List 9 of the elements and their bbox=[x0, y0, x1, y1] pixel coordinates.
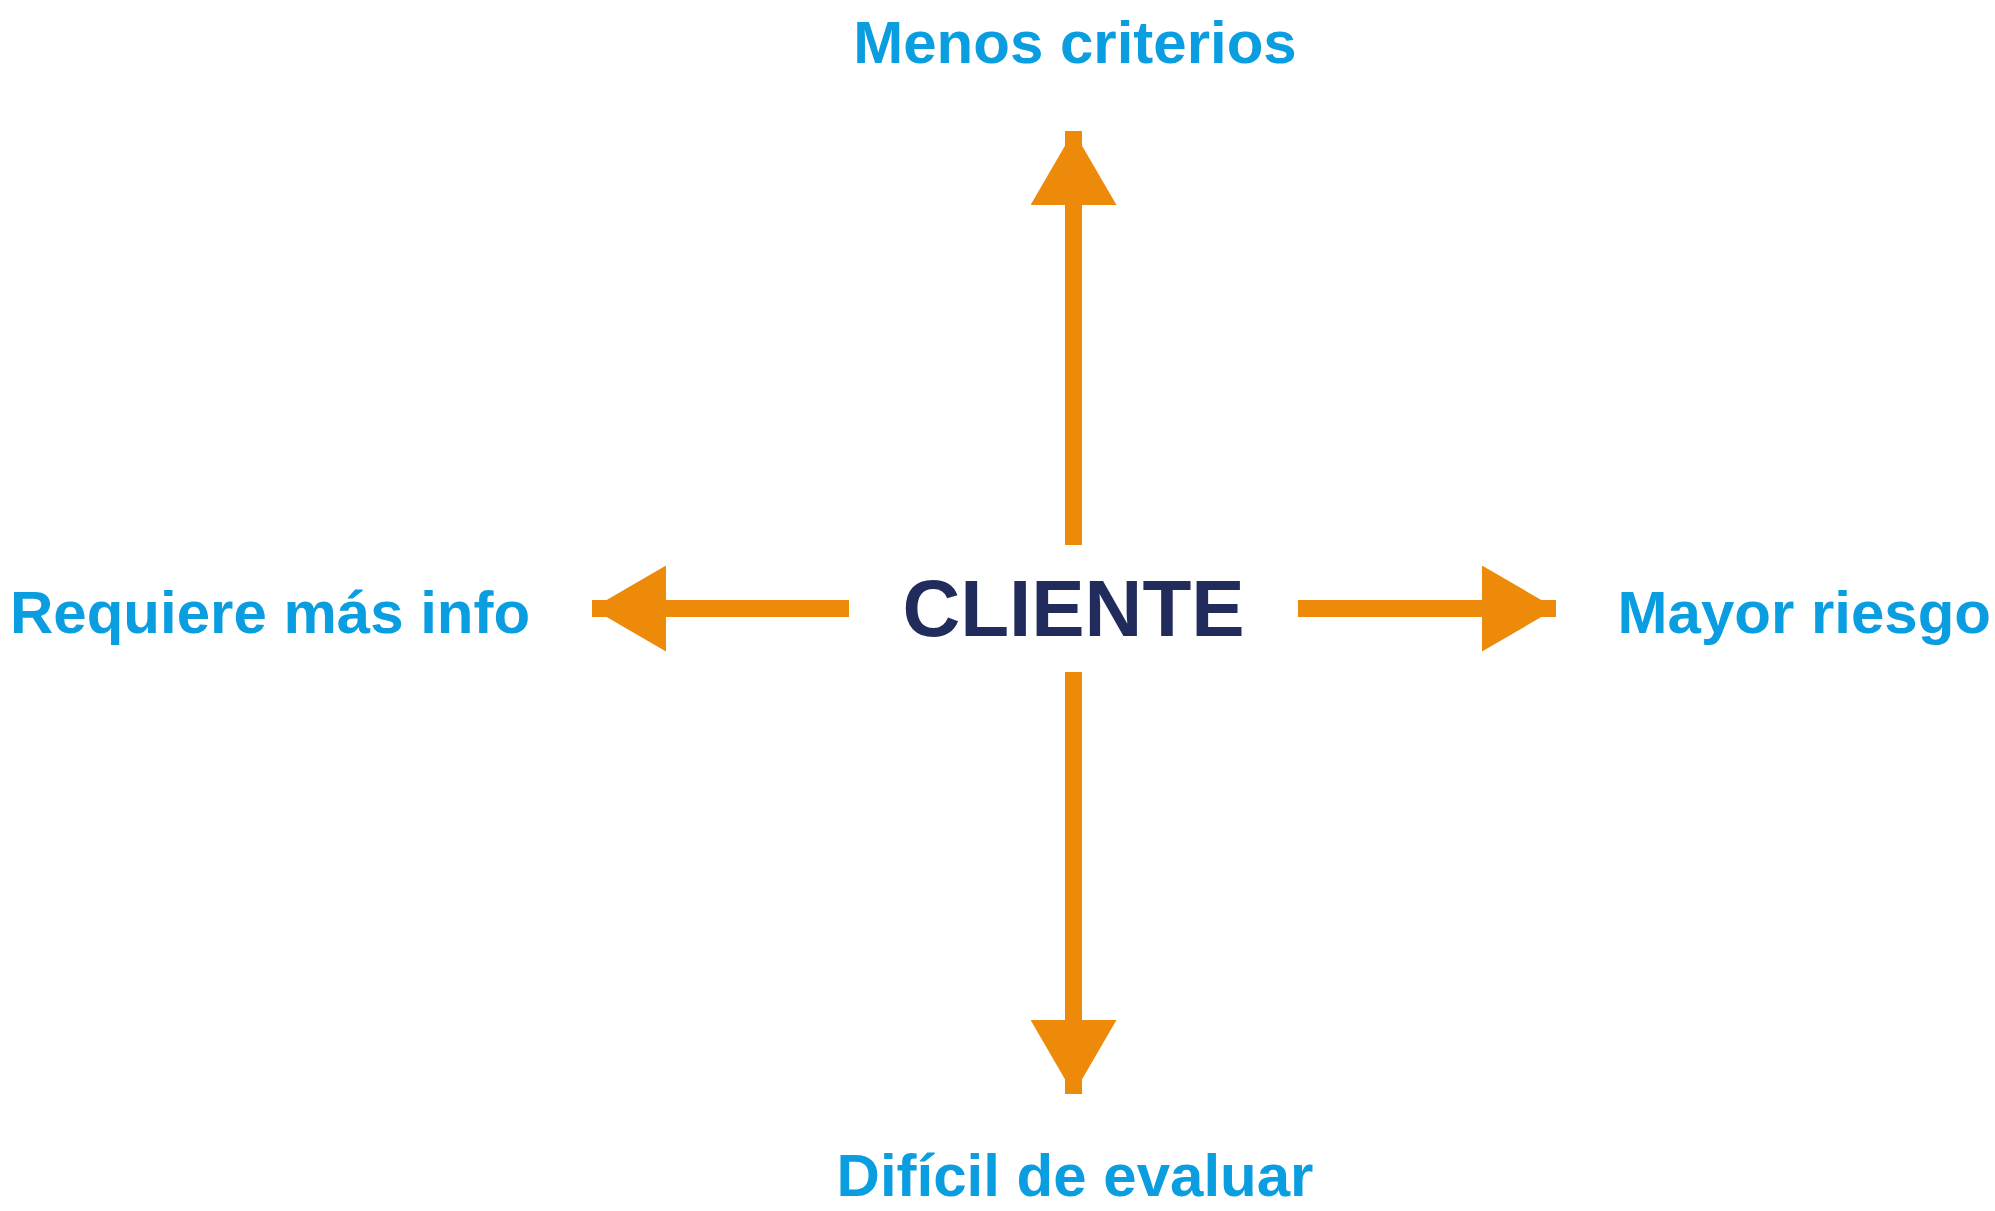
arrow bbox=[592, 565, 849, 652]
arrow bbox=[1030, 672, 1117, 1094]
outcome-label: Menos criterios bbox=[853, 10, 1297, 76]
arrow bbox=[1298, 565, 1556, 652]
center-label: CLIENTE bbox=[902, 564, 1245, 653]
outcome-label: Difícil de evaluar bbox=[836, 1143, 1314, 1209]
outcome-label: Mayor riesgo bbox=[1617, 580, 1991, 646]
arrow bbox=[1030, 131, 1117, 545]
outcome-label: Requiere más info bbox=[10, 580, 531, 646]
